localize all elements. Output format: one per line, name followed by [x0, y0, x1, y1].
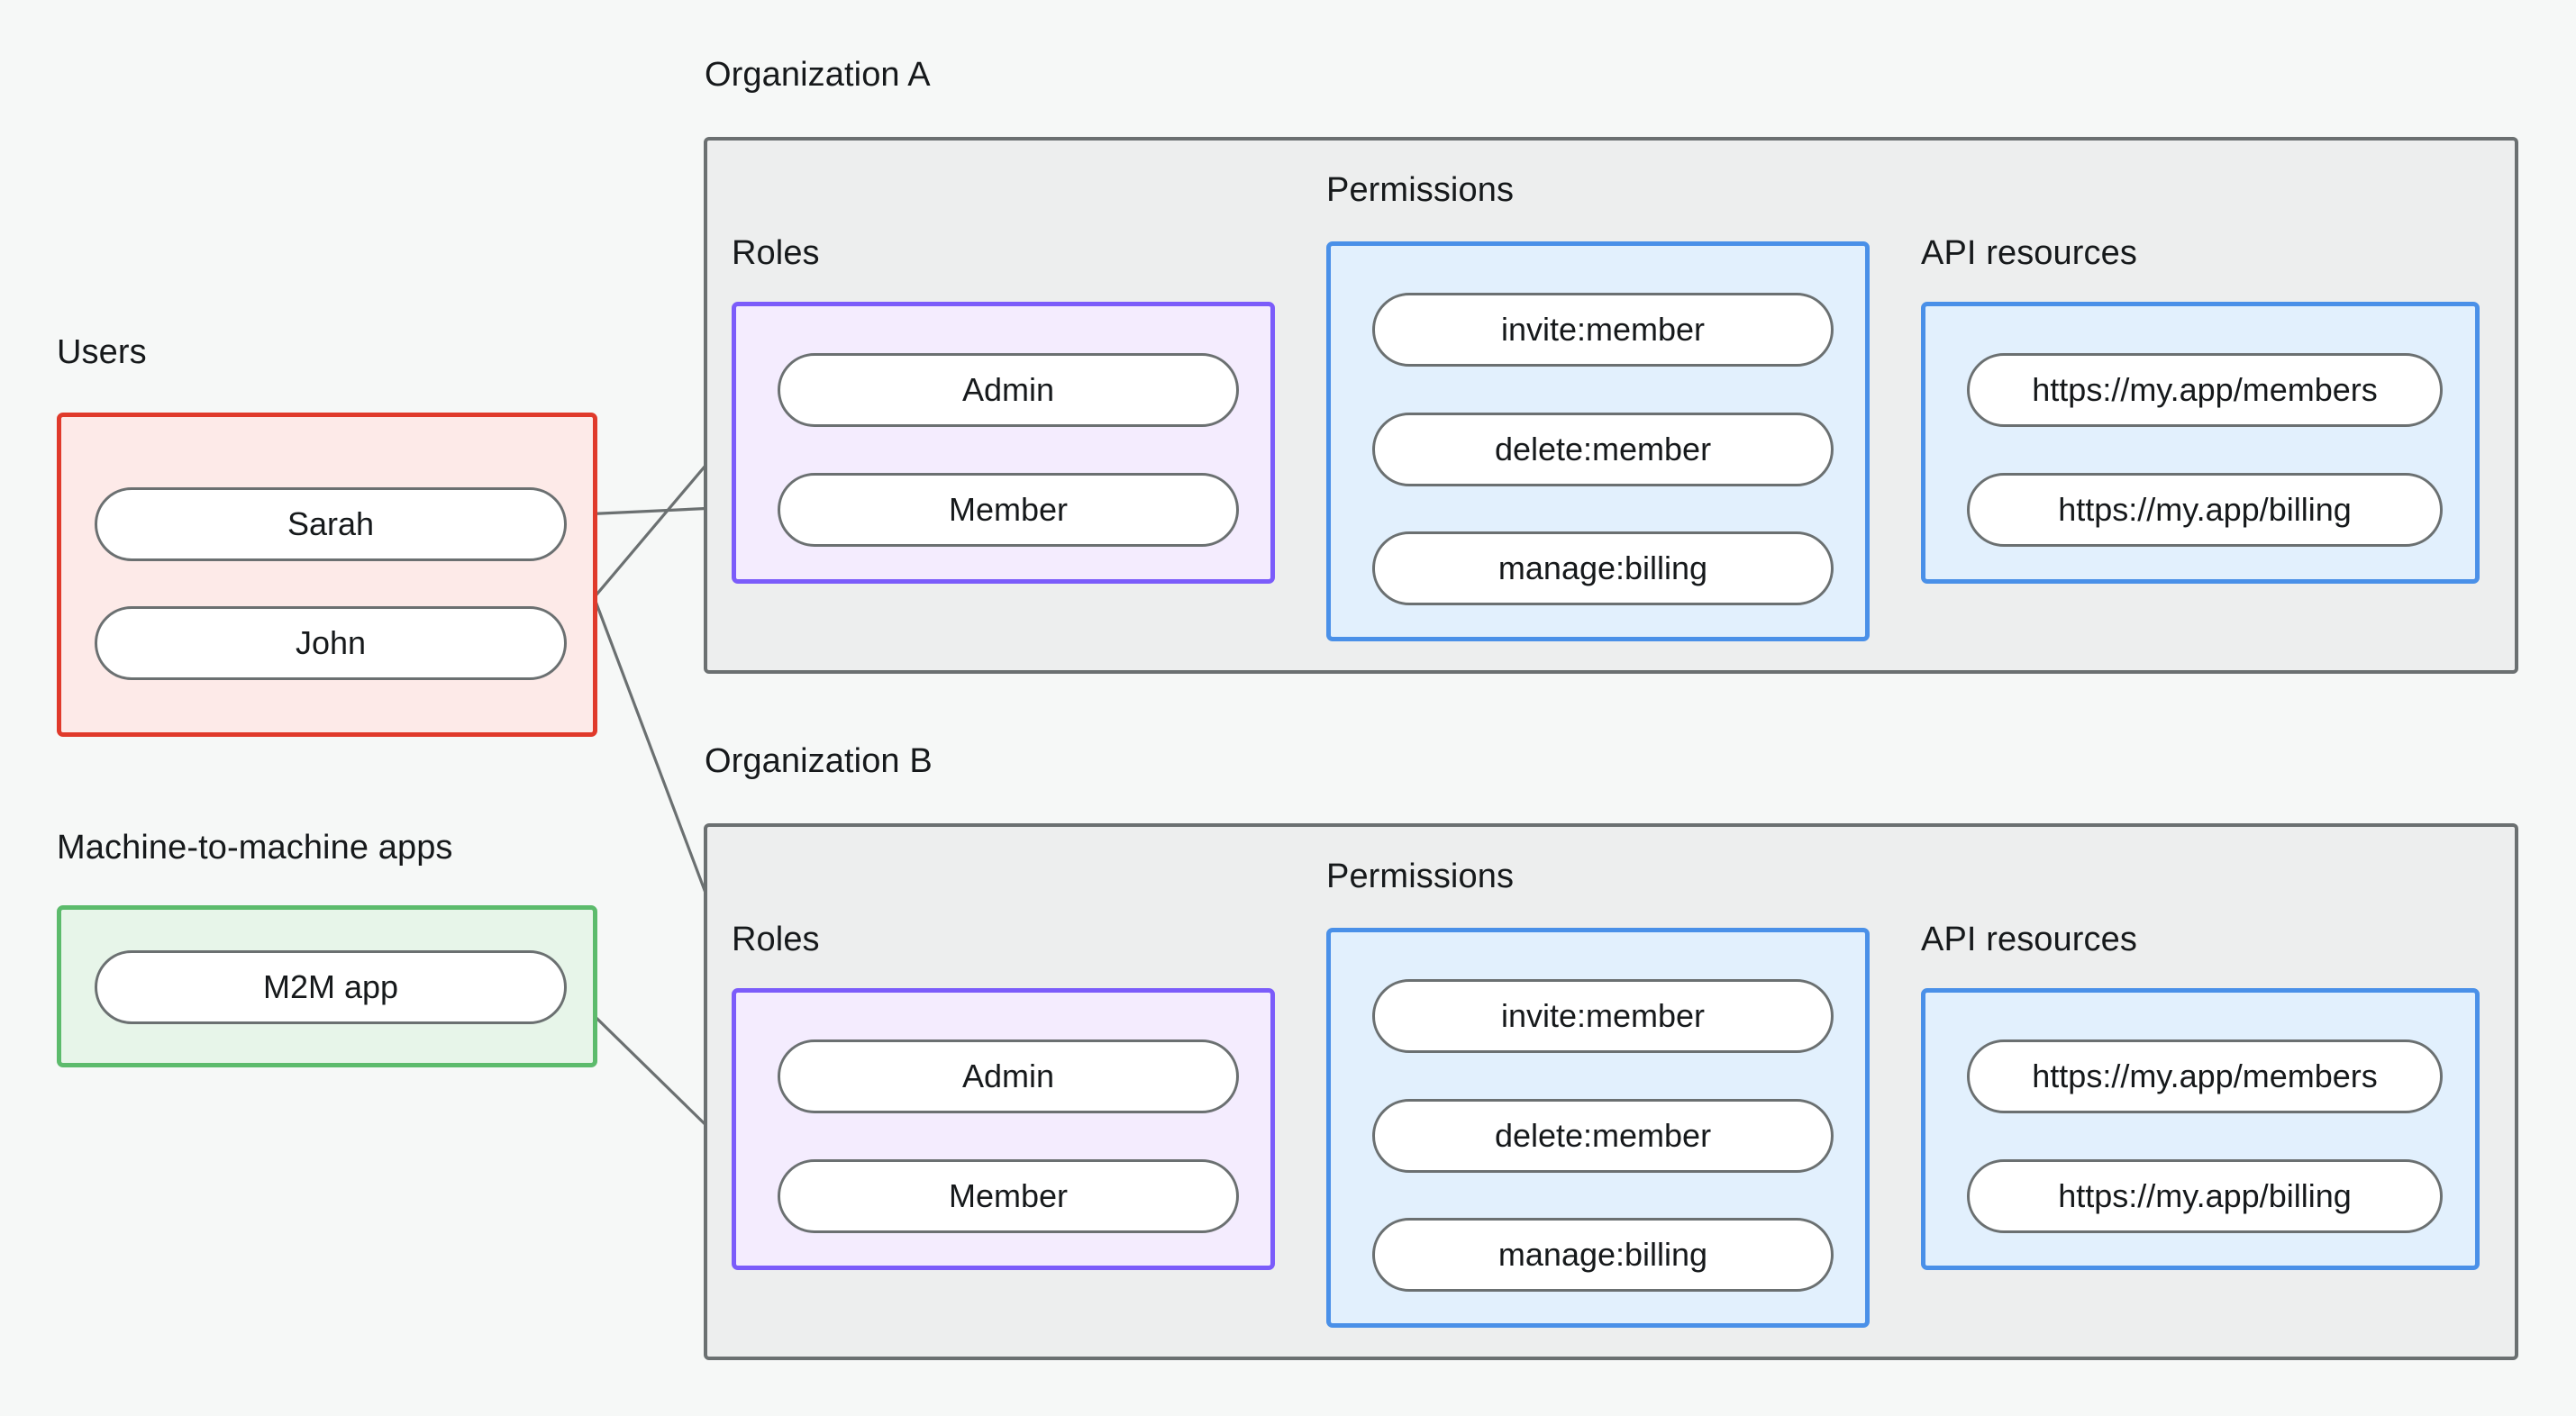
users-box: Sarah John — [57, 413, 597, 737]
orgB-permissions-label: Permissions — [1326, 858, 1515, 895]
user-node-sarah[interactable]: Sarah — [95, 487, 567, 561]
orgB-role-member[interactable]: Member — [778, 1159, 1239, 1233]
orgB-api-resources-label: API resources — [1921, 921, 2137, 958]
user-node-john[interactable]: John — [95, 606, 567, 680]
orgB-permissions-box: invite:member delete:member manage:billi… — [1326, 928, 1870, 1328]
m2m-node-app[interactable]: M2M app — [95, 950, 567, 1024]
orgB-api-resource-billing[interactable]: https://my.app/billing — [1967, 1159, 2443, 1233]
orgA-permission-delete-member[interactable]: delete:member — [1372, 413, 1834, 486]
orgA-permissions-box: invite:member delete:member manage:billi… — [1326, 241, 1870, 641]
m2m-group-label: Machine-to-machine apps — [57, 829, 453, 867]
orgA-roles-box: Admin Member — [732, 302, 1275, 584]
organization-b-label: Organization B — [705, 742, 933, 780]
orgA-permissions-label: Permissions — [1326, 171, 1515, 209]
organization-a-label: Organization A — [705, 56, 931, 94]
orgA-api-resources-label: API resources — [1921, 234, 2137, 272]
m2m-box: M2M app — [57, 905, 597, 1067]
orgA-api-resources-box: https://my.app/members https://my.app/bi… — [1921, 302, 2480, 584]
orgA-permission-manage-billing[interactable]: manage:billing — [1372, 531, 1834, 605]
orgB-api-resources-box: https://my.app/members https://my.app/bi… — [1921, 988, 2480, 1270]
orgA-api-resource-members[interactable]: https://my.app/members — [1967, 353, 2443, 427]
orgB-permission-manage-billing[interactable]: manage:billing — [1372, 1218, 1834, 1292]
orgB-roles-box: Admin Member — [732, 988, 1275, 1270]
orgA-role-member[interactable]: Member — [778, 473, 1239, 547]
orgB-role-admin[interactable]: Admin — [778, 1039, 1239, 1113]
orgB-roles-label: Roles — [732, 921, 820, 958]
orgA-api-resource-billing[interactable]: https://my.app/billing — [1967, 473, 2443, 547]
orgA-role-admin[interactable]: Admin — [778, 353, 1239, 427]
orgA-permission-invite-member[interactable]: invite:member — [1372, 293, 1834, 367]
users-group-label: Users — [57, 333, 147, 371]
orgB-permission-invite-member[interactable]: invite:member — [1372, 979, 1834, 1053]
orgB-api-resource-members[interactable]: https://my.app/members — [1967, 1039, 2443, 1113]
orgB-permission-delete-member[interactable]: delete:member — [1372, 1099, 1834, 1173]
orgA-roles-label: Roles — [732, 234, 820, 272]
